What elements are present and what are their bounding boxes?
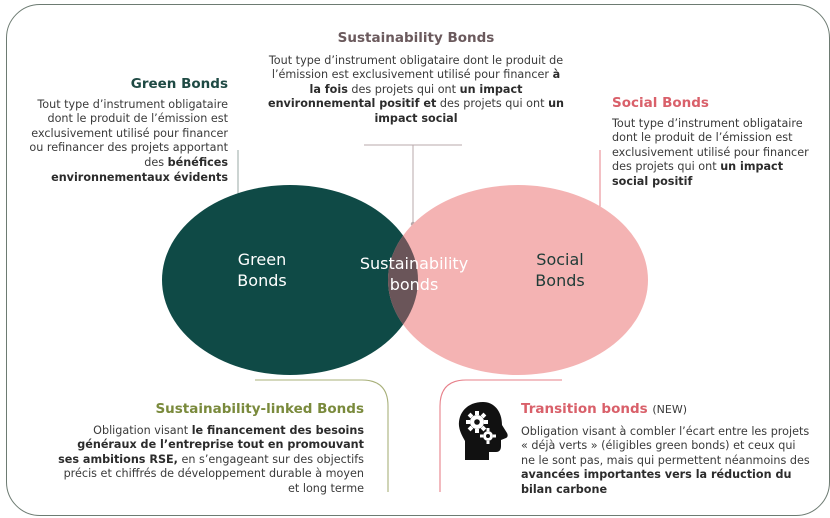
sustainability-bold-1: à la fois — [309, 68, 561, 96]
social-bonds-description: Tout type d’instrument obligataire dont … — [612, 117, 822, 190]
green-venn-label-line2: Bonds — [237, 271, 287, 290]
social-venn-label-line1: Social — [536, 250, 584, 269]
transition-title-text: Transition bonds — [521, 401, 648, 417]
social-bonds-circle — [388, 185, 648, 375]
transition-bonds-title: Transition bonds (NEW) — [521, 402, 811, 418]
green-text: Tout type d’instrument obligataire dont … — [29, 97, 228, 169]
linked-bracket — [255, 379, 389, 492]
sustainability-linked-title: Sustainability-linked Bonds — [155, 401, 364, 417]
sustainability-bonds-description: Tout type d’instrument obligataire dont … — [268, 54, 564, 127]
sustainability-bold-2: un impact environnemental positif et — [268, 82, 523, 111]
transition-bold: avancées importantes vers la réduction d… — [521, 468, 792, 496]
sustainability-linked-description: Obligation visant le financement des bes… — [58, 424, 364, 497]
linked-bold: le financement des besoins généraux de l… — [58, 423, 364, 466]
green-bonds-block: Green Bonds Tout type d’instrument oblig… — [28, 77, 228, 185]
sustainability-bold-3: un impact social — [374, 97, 564, 125]
green-bold: bénéfices environnementaux évidents — [51, 155, 228, 184]
linked-text-2: en s’engageant sur des objectifs précis … — [63, 452, 364, 495]
green-bonds-title: Green Bonds — [130, 76, 228, 92]
social-bonds-block: Social Bonds Tout type d’instrument obli… — [612, 96, 822, 190]
sustainability-venn-label-line2: bonds — [389, 275, 439, 294]
sustainability-bonds-block: Sustainability Bonds Tout type d’instrum… — [268, 31, 564, 127]
sustainability-bonds-title: Sustainability Bonds — [337, 30, 495, 46]
social-venn-label-line2: Bonds — [535, 271, 585, 290]
social-bold: un impact social positif — [612, 160, 784, 188]
sustainability-venn-label: Sustainability bonds — [344, 253, 484, 295]
sustainability-text-1: Tout type d’instrument obligataire dont … — [268, 53, 564, 82]
sustainability-text-2: des projets qui ont — [351, 82, 457, 96]
transition-bracket — [439, 379, 562, 492]
sustainability-venn-label-line1: Sustainability — [359, 254, 469, 273]
new-tag: (NEW) — [652, 403, 688, 416]
sustainability-text-3: des projets qui ont — [439, 97, 545, 111]
green-bonds-description: Tout type d’instrument obligataire dont … — [28, 98, 228, 186]
transition-bonds-description: Obligation visant à combler l’écart entr… — [521, 425, 811, 498]
social-bonds-title: Social Bonds — [612, 95, 709, 111]
green-bonds-circle — [162, 185, 418, 375]
transition-bonds-block: Transition bonds (NEW) Obligation visant… — [521, 402, 811, 498]
head-gears-icon — [458, 402, 508, 460]
linked-text-1: Obligation visant — [93, 423, 189, 437]
social-venn-label: Social Bonds — [520, 249, 600, 291]
social-text: Tout type d’instrument obligataire dont … — [612, 116, 809, 174]
sustainability-linked-block: Sustainability-linked Bonds Obligation v… — [58, 402, 364, 497]
transition-text: Obligation visant à combler l’écart entr… — [521, 424, 810, 467]
green-venn-label: Green Bonds — [222, 249, 302, 291]
green-venn-label-line1: Green — [237, 250, 287, 269]
